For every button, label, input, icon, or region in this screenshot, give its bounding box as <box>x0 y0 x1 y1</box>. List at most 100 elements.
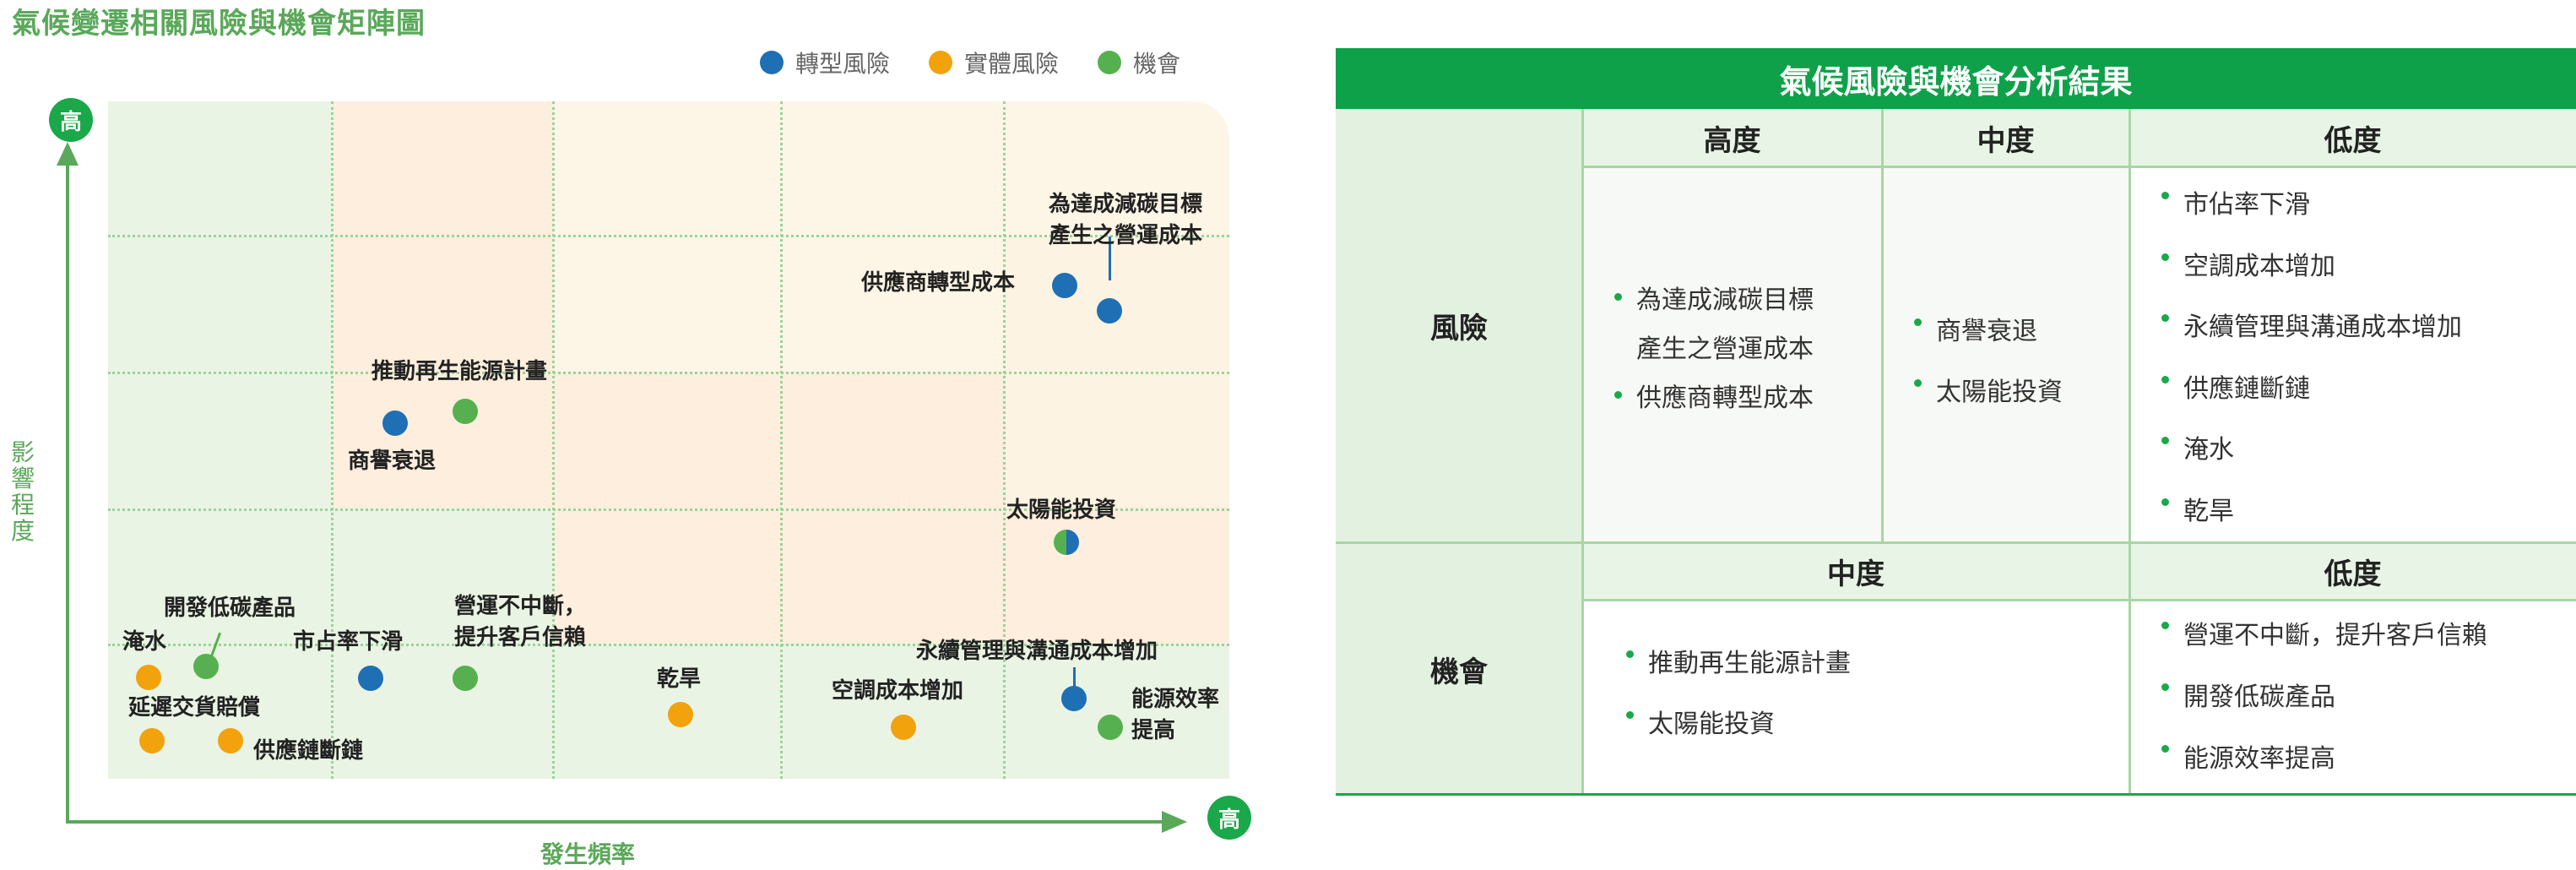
zone-low <box>333 508 554 644</box>
legend: 轉型風險 實體風險 機會 <box>760 46 1180 79</box>
x-high-badge: 高 <box>1207 796 1251 840</box>
label-carbon-target-line2: 產生之營運成本 <box>1049 223 1203 248</box>
list-item: 空調成本增加 <box>2161 237 2462 298</box>
list-risk-mid: 商譽衰退 太陽能投資 <box>1914 302 2063 423</box>
label-market-share: 市占率下滑 <box>293 629 404 655</box>
legend-label: 機會 <box>1133 50 1181 78</box>
point-market-share <box>358 666 383 691</box>
analysis-table: 氣候風險與機會分析結果 風險 高度 中度 低度 為達成減碳目標產生之營運成本 供… <box>1336 48 2576 796</box>
y-high-badge: 高 <box>49 98 93 142</box>
col-header-risk-mid: 中度 <box>1882 109 2129 166</box>
cell-risk-high: 為達成減碳目標產生之營運成本 供應商轉型成本 <box>1582 166 1882 542</box>
list-item: 能源效率提高 <box>2161 728 2487 790</box>
table-divider <box>1336 541 2576 544</box>
row-header-risk: 風險 <box>1336 109 1582 542</box>
list-item: 太陽能投資 <box>1626 694 1851 755</box>
point-renewable-plan <box>453 399 478 424</box>
matrix-plot-area <box>108 101 1229 779</box>
point-reputation <box>382 411 408 436</box>
legend-opportunity: 機會 <box>1098 46 1180 79</box>
point-delivery-comp <box>139 728 165 753</box>
list-item: 永續管理與溝通成本增加 <box>2161 297 2462 359</box>
grid-line <box>108 644 1229 646</box>
grid-line <box>331 101 334 779</box>
table-divider <box>1581 109 1584 796</box>
col-header-opp-low: 低度 <box>2129 542 2576 600</box>
y-axis-arrow <box>57 142 79 166</box>
col-header-opp-mid: 中度 <box>1582 542 2129 600</box>
label-renewable-plan: 推動再生能源計畫 <box>371 359 548 384</box>
cell-opp-low: 營運不中斷，提升客戶信賴 開發低碳產品 能源效率提高 <box>2129 600 2576 796</box>
grid-line <box>552 101 555 779</box>
list-item: 乾旱 <box>2161 481 2462 543</box>
zone-low <box>108 101 333 508</box>
legend-label: 實體風險 <box>964 50 1060 78</box>
point-energy-eff <box>1098 715 1123 740</box>
x-axis-label: 發生頻率 <box>540 840 636 868</box>
cell-risk-mid: 商譽衰退 太陽能投資 <box>1882 166 2129 542</box>
list-opp-low: 營運不中斷，提升客戶信賴 開發低碳產品 能源效率提高 <box>2161 605 2487 790</box>
x-axis-arrow <box>1162 811 1187 833</box>
x-axis <box>66 820 1163 824</box>
leader-line <box>1109 237 1111 280</box>
point-supply-chain <box>218 728 243 753</box>
list-item: 供應鏈斷鏈 <box>2161 359 2462 421</box>
point-low-carbon <box>193 654 219 679</box>
point-ac-cost <box>891 715 916 740</box>
cell-risk-low: 市佔率下滑 空調成本增加 永續管理與溝通成本增加 供應鏈斷鏈 淹水 乾旱 <box>2129 166 2576 542</box>
grid-line <box>108 372 1229 374</box>
row-header-opportunity: 機會 <box>1336 542 1582 796</box>
matrix-title: 氣候變遷相關風險與機會矩陣圖 <box>12 7 426 41</box>
point-supplier-transition <box>1052 273 1077 298</box>
table-divider <box>1881 109 1884 542</box>
list-item: 為達成減碳目標產生之營運成本 <box>1614 276 1814 374</box>
label-continuity-line2: 提升客戶信賴 <box>454 625 587 650</box>
table-divider <box>2129 109 2131 796</box>
table-title: 氣候風險與機會分析結果 <box>1336 48 2576 109</box>
list-item: 市佔率下滑 <box>2161 175 2462 237</box>
point-carbon-target <box>1097 298 1122 324</box>
legend-physical-risk: 實體風險 <box>929 46 1059 79</box>
zone-medium <box>333 101 554 508</box>
point-drought <box>668 702 693 727</box>
label-supplier-transition: 供應商轉型成本 <box>861 270 1016 296</box>
point-sustain-mgmt <box>1061 686 1087 711</box>
y-axis-label: 影響程度 <box>10 438 35 545</box>
list-opp-mid: 推動再生能源計畫 太陽能投資 <box>1626 633 1851 755</box>
list-item: 淹水 <box>2161 420 2462 481</box>
legend-transition-risk: 轉型風險 <box>760 46 890 79</box>
label-reputation: 商譽衰退 <box>348 449 437 474</box>
list-item: 營運不中斷，提升客戶信賴 <box>2161 605 2487 666</box>
list-item: 商譽衰退 <box>1914 302 2063 362</box>
grid-line <box>108 508 1229 511</box>
cell-opp-mid: 推動再生能源計畫 太陽能投資 <box>1582 600 2129 796</box>
grid-line <box>1003 101 1006 779</box>
grid-line <box>780 101 783 779</box>
transition-risk-dot <box>760 51 784 74</box>
y-axis <box>66 160 69 824</box>
label-continuity-line1: 營運不中斷， <box>454 594 587 619</box>
col-header-risk-high: 高度 <box>1582 109 1882 166</box>
label-sustain-mgmt: 永續管理與溝通成本增加 <box>916 639 1158 664</box>
label-solar: 太陽能投資 <box>1006 498 1117 523</box>
list-item: 開發低碳產品 <box>2161 666 2487 728</box>
label-ac-cost: 空調成本增加 <box>832 678 964 704</box>
physical-risk-dot <box>929 51 953 74</box>
table-bottom-border <box>1336 793 2576 796</box>
opportunity-dot <box>1098 51 1122 74</box>
label-low-carbon: 開發低碳產品 <box>164 595 296 621</box>
point-flood <box>136 665 161 690</box>
leader-line <box>1073 667 1076 691</box>
label-energy-eff-line2: 提高 <box>1131 718 1176 743</box>
table-divider <box>1582 599 2576 601</box>
label-carbon-target-line1: 為達成減碳目標 <box>1049 192 1203 217</box>
list-risk-low: 市佔率下滑 空調成本增加 永續管理與溝通成本增加 供應鏈斷鏈 淹水 乾旱 <box>2161 175 2462 542</box>
point-continuity <box>453 666 478 691</box>
label-energy-eff-line1: 能源效率 <box>1131 687 1220 712</box>
label-supply-chain: 供應鏈斷鏈 <box>253 738 364 764</box>
list-item: 供應商轉型成本 <box>1614 374 1814 423</box>
label-delivery-comp: 延遲交貨賠償 <box>128 695 261 720</box>
col-header-risk-low: 低度 <box>2129 109 2576 166</box>
grid-line <box>108 235 1229 237</box>
list-item: 太陽能投資 <box>1914 362 2063 423</box>
